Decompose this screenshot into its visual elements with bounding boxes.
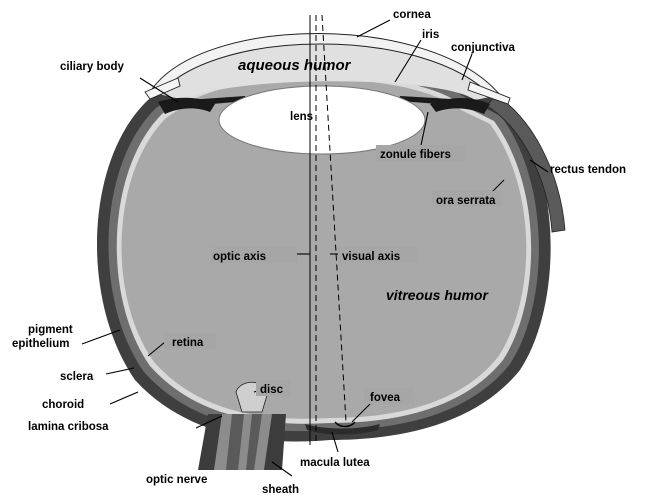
label-pigment: pigment <box>28 324 73 336</box>
leader-choroid <box>110 392 138 404</box>
label-lamina-cribosa: lamina cribosa <box>28 421 109 433</box>
label-zonule-fibers: zonule fibers <box>380 149 451 161</box>
label-ora-serrata: ora serrata <box>436 195 496 207</box>
label-optic-axis: optic axis <box>213 251 266 263</box>
label-choroid: choroid <box>42 399 84 411</box>
label-ciliary-body: ciliary body <box>60 61 125 73</box>
label-lens: lens <box>290 111 313 123</box>
label-optic-nerve: optic nerve <box>146 474 207 486</box>
label-fovea: fovea <box>370 392 401 404</box>
leader-cornea <box>357 20 390 37</box>
label-disc: disc <box>260 384 284 396</box>
label-sclera: sclera <box>60 371 94 383</box>
optic-nerve-group <box>198 414 286 470</box>
label-epithelium: epithelium <box>12 338 70 350</box>
label-macula-lutea: macula lutea <box>300 457 370 469</box>
label-aqueous-humor: aqueous humor <box>238 57 352 74</box>
label-visual-axis: visual axis <box>342 251 400 263</box>
label-cornea: cornea <box>393 9 431 21</box>
label-iris: iris <box>422 29 439 41</box>
label-rectus-tendon: rectus tendon <box>550 164 626 176</box>
lens-shape <box>219 86 425 154</box>
eyeball <box>97 34 565 471</box>
label-sheath: sheath <box>262 484 299 495</box>
label-retina: retina <box>172 337 204 349</box>
label-conjunctiva: conjunctiva <box>451 42 516 54</box>
label-vitreous-humor: vitreous humor <box>386 287 489 303</box>
